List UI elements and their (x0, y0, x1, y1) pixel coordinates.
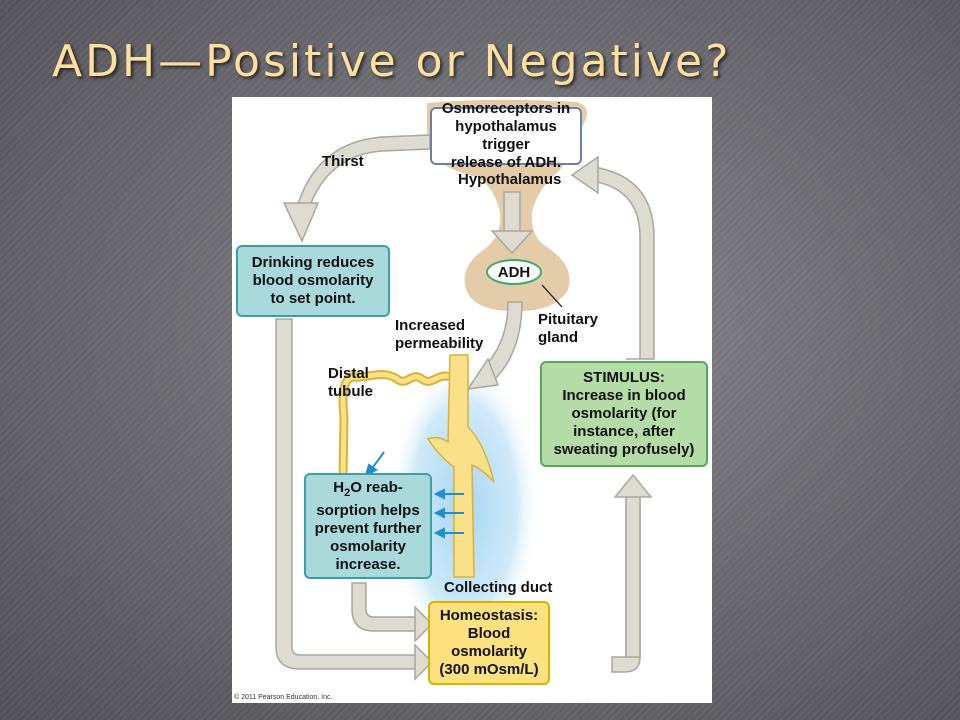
osmoreceptors-box: Osmoreceptors in hypothalamus trigger re… (430, 100, 582, 171)
collecting-duct-label: Collecting duct (444, 579, 553, 596)
drinking-line-3: to set point. (270, 290, 356, 307)
flow-arrows (275, 134, 655, 681)
stimulus-line-1: STIMULUS: (583, 369, 665, 386)
stimulus-box: STIMULUS: Increase in blood osmolarity (… (540, 361, 708, 467)
drinking-line-1: Drinking reduces (251, 254, 375, 271)
increased-permeability-line-1: Increased (395, 317, 466, 334)
reabsorption-line-3: prevent further (314, 519, 422, 537)
adh-oval: ADH (486, 259, 542, 285)
reabsorption-line-2: sorption helps (316, 501, 420, 519)
stimulus-line-3: osmolarity (for (571, 405, 677, 422)
increased-permeability-label: Increased permeability (395, 317, 483, 353)
homeostasis-line-2: Blood osmolarity (451, 625, 527, 660)
hypothalamus-label: Hypothalamus (458, 171, 562, 188)
osmoreceptors-line-3: release of ADH. (450, 154, 562, 171)
thirst-label: Thirst (322, 153, 364, 170)
reabsorption-line-1: H2O reab- (333, 479, 402, 502)
h2o-subscript: 2 (344, 486, 351, 499)
pituitary-label: Pituitary gland (538, 311, 598, 347)
distal-tubule-line-1: Distal (328, 365, 369, 382)
pituitary-line-1: Pituitary (538, 311, 599, 328)
h2o-h: H (333, 478, 345, 496)
water-arrows (364, 451, 464, 539)
homeostasis-line-1: Homeostasis: (439, 607, 539, 624)
drinking-box: Drinking reduces blood osmolarity to set… (236, 245, 390, 317)
osmoreceptors-line-1: Osmoreceptors in (441, 100, 571, 117)
distal-tubule-label: Distal tubule (328, 365, 373, 401)
stimulus-line-4: instance, after (573, 423, 675, 440)
h2o-rest: O reab- (350, 478, 403, 496)
reabsorption-line-4: osmolarity (330, 537, 406, 555)
stimulus-line-2: Increase in blood (562, 387, 686, 404)
stimulus-line-5: sweating profusely) (553, 441, 695, 458)
homeostasis-line-3: (300 mOsm/L) (439, 661, 539, 678)
homeostasis-box: Homeostasis: Blood osmolarity (300 mOsm/… (428, 601, 550, 685)
diagram-graphics (275, 99, 655, 681)
increased-permeability-line-2: permeability (395, 335, 484, 352)
collecting-duct (426, 354, 495, 578)
slide-title: ADH—Positive or Negative? (52, 36, 732, 87)
pituitary-line-2: gland (538, 329, 578, 346)
reabsorption-box: H2O reab- sorption helps prevent further… (304, 473, 432, 579)
osmoreceptors-line-2: hypothalamus trigger (455, 118, 557, 153)
distal-tubule-line-2: tubule (328, 383, 373, 400)
reabsorption-line-5: increase. (335, 555, 401, 573)
copyright-notice: © 2011 Pearson Education, Inc. (234, 694, 333, 701)
pituitary-pointer-line (541, 284, 563, 308)
adh-feedback-diagram: Osmoreceptors in hypothalamus trigger re… (232, 97, 712, 703)
drinking-line-2: blood osmolarity (252, 272, 374, 289)
